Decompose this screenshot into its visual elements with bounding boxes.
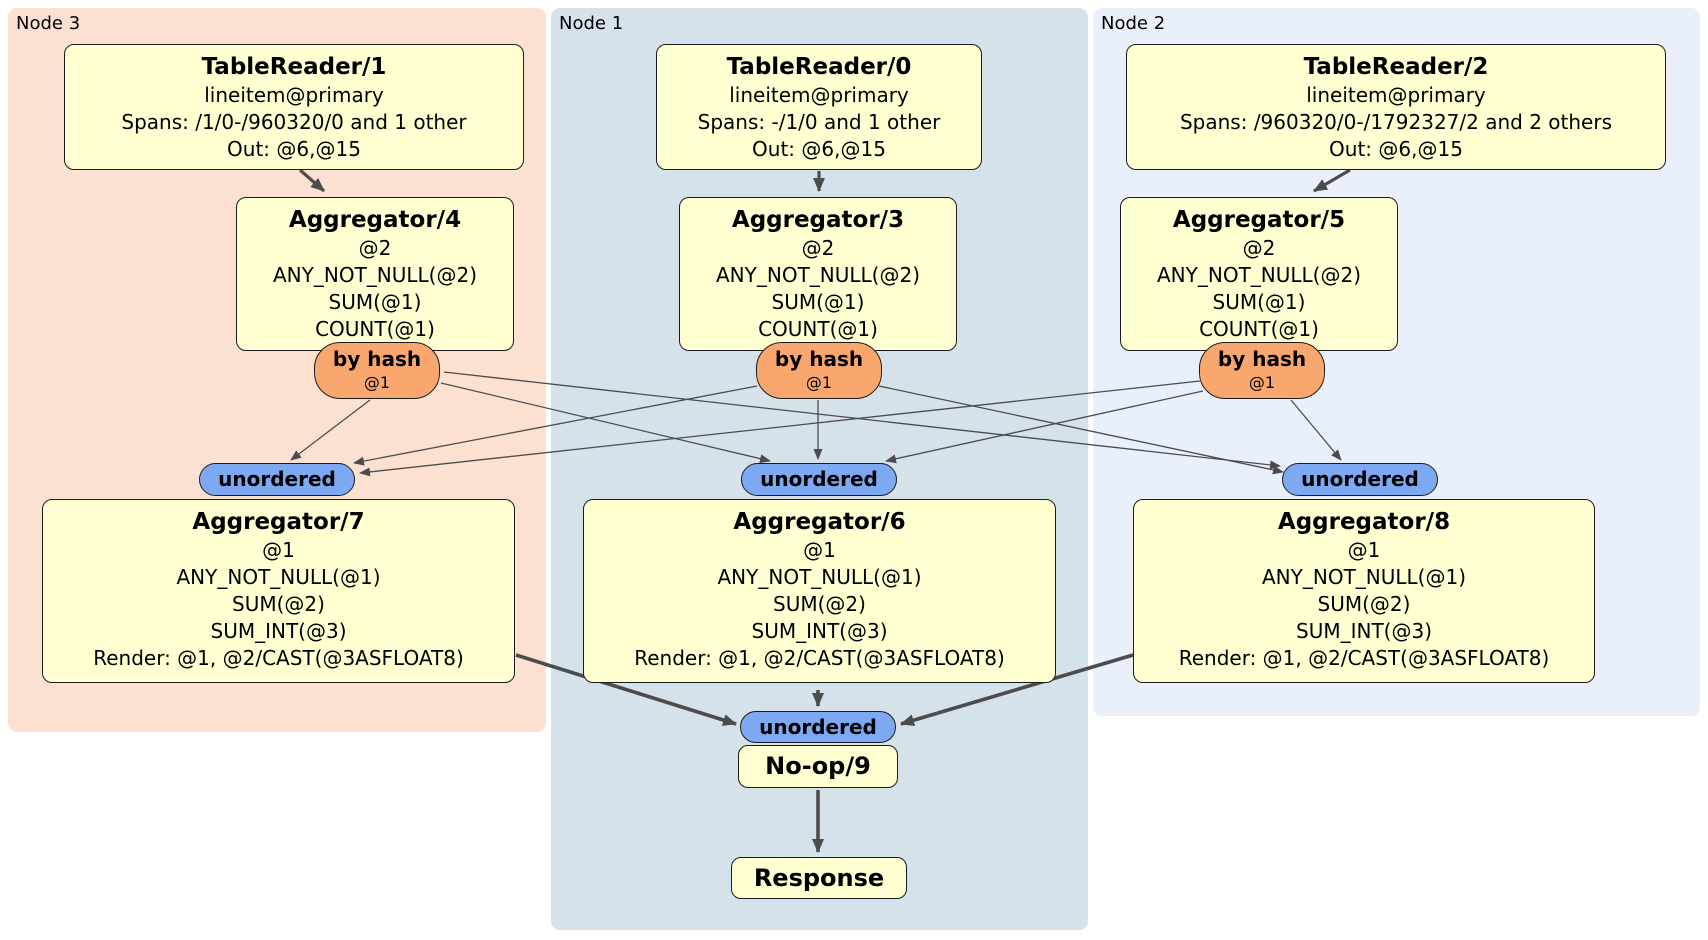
processor-title: TableReader/1 [201,54,387,80]
edge-tr2-agg5 [1313,168,1351,193]
processor-tablereader-0: TableReader/0 lineitem@primary Spans: -/… [656,44,982,170]
processor-detail: COUNT(@1) [315,317,435,341]
edge-hash1-syncleft [353,385,758,466]
processor-detail: @2 [1242,236,1276,260]
router-label: by hash [1217,347,1307,371]
processor-detail: Spans: /960320/0-/1792327/2 and 2 others [1179,110,1612,134]
processor-detail: Render: @1, @2/CAST(@3ASFLOAT8) [93,646,464,670]
processor-detail: Spans: -/1/0 and 1 other [697,110,941,134]
processor-aggregator-7: Aggregator/7 @1 ANY_NOT_NULL(@1) SUM(@2)… [42,499,515,683]
router-by-hash-node3: by hash @1 [314,342,440,399]
processor-title: Aggregator/7 [192,509,365,535]
processor-title: Aggregator/3 [731,207,905,233]
processor-detail: SUM(@1) [328,290,422,314]
processor-tablereader-1: TableReader/1 lineitem@primary Spans: /1… [64,44,524,170]
processor-detail: SUM(@1) [1212,290,1306,314]
sync-unordered-node3: unordered [199,463,355,496]
edge-hash3-syncleft [290,399,371,461]
router-detail: @1 [1248,373,1276,392]
processor-title: TableReader/2 [1303,54,1489,80]
node1-label: Node 1 [559,13,624,34]
processor-aggregator-8: Aggregator/8 @1 ANY_NOT_NULL(@1) SUM(@2)… [1133,499,1595,683]
edge-hash2-syncmid [885,390,1204,464]
edge-tr1-agg4 [298,168,326,193]
processor-detail: ANY_NOT_NULL(@1) [1262,565,1466,589]
sync-unordered-node2: unordered [1282,463,1438,496]
processor-aggregator-6: Aggregator/6 @1 ANY_NOT_NULL(@1) SUM(@2)… [583,499,1056,683]
processor-title: Aggregator/6 [733,509,906,535]
router-by-hash-node1: by hash @1 [756,342,882,399]
processor-detail: @1 [262,538,295,562]
router-detail: @1 [805,373,833,392]
edge-hash2-syncleft [359,380,1201,477]
processor-detail: ANY_NOT_NULL(@1) [176,565,381,589]
processor-title: TableReader/0 [726,54,912,80]
processor-detail: COUNT(@1) [758,317,878,341]
processor-detail: lineitem@primary [729,83,909,107]
processor-title: Aggregator/4 [288,207,462,233]
processor-detail: @1 [803,538,836,562]
processor-detail: SUM_INT(@3) [210,619,347,643]
processor-detail: Out: @6,@15 [227,137,361,161]
processor-detail: Spans: /1/0-/960320/0 and 1 other [121,110,467,134]
processor-detail: @2 [358,236,392,260]
router-by-hash-node2: by hash @1 [1199,342,1325,399]
router-label: by hash [774,347,864,371]
processor-title: Response [753,864,885,892]
processor-detail: ANY_NOT_NULL(@2) [1157,263,1361,287]
processor-detail: lineitem@primary [1306,83,1486,107]
processor-detail: SUM_INT(@3) [751,619,888,643]
processor-detail: @1 [1347,538,1381,562]
processor-title: Aggregator/8 [1277,509,1451,535]
processor-tablereader-2: TableReader/2 lineitem@primary Spans: /9… [1126,44,1666,170]
edge-hash3-syncright [443,371,1281,470]
edge-agg7-syncbottom [515,653,737,726]
processor-detail: SUM(@2) [773,592,866,616]
processor-detail: SUM(@2) [232,592,325,616]
processor-detail: ANY_NOT_NULL(@1) [717,565,922,589]
sync-unordered-node1: unordered [741,463,897,496]
processor-detail: SUM(@2) [1317,592,1411,616]
processor-response: Response [731,857,907,899]
edge-agg8-syncbottom [900,653,1134,727]
processor-detail: SUM_INT(@3) [1296,619,1432,643]
processor-detail: ANY_NOT_NULL(@2) [716,263,920,287]
processor-detail: Render: @1, @2/CAST(@3ASFLOAT8) [634,646,1005,670]
processor-aggregator-3: Aggregator/3 @2 ANY_NOT_NULL(@2) SUM(@1)… [679,197,957,351]
edge-hash3-syncmid [440,382,771,464]
processor-detail: Render: @1, @2/CAST(@3ASFLOAT8) [1178,646,1550,670]
processor-title: No-op/9 [765,752,871,780]
router-label: by hash [332,347,422,371]
edge-hash1-syncright [878,385,1284,475]
processor-detail: Out: @6,@15 [1329,137,1463,161]
router-detail: @1 [363,373,391,392]
sync-unordered-final: unordered [740,711,896,743]
processor-detail: ANY_NOT_NULL(@2) [273,263,477,287]
node3-label: Node 3 [16,13,81,34]
processor-aggregator-4: Aggregator/4 @2 ANY_NOT_NULL(@2) SUM(@1)… [236,197,514,351]
processor-detail: Out: @6,@15 [752,137,886,161]
processor-detail: SUM(@1) [771,290,865,314]
processor-noop-9: No-op/9 [738,745,898,788]
processor-detail: lineitem@primary [204,83,384,107]
node2-label: Node 2 [1101,13,1166,34]
processor-title: Aggregator/5 [1172,207,1346,233]
processor-aggregator-5: Aggregator/5 @2 ANY_NOT_NULL(@2) SUM(@1)… [1120,197,1398,351]
edge-hash2-syncright [1290,399,1342,461]
processor-detail: @2 [801,236,835,260]
processor-detail: COUNT(@1) [1199,317,1319,341]
